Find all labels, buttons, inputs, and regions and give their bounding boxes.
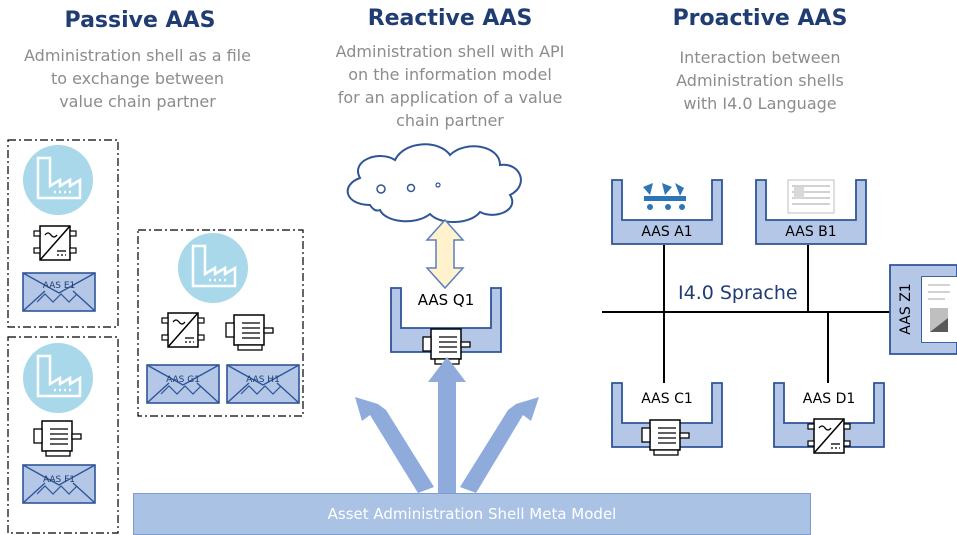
reactive-aas-title: Reactive AAS	[367, 6, 533, 31]
shell-label-q1: AAS Q1	[418, 291, 475, 309]
converter-icon	[161, 312, 205, 348]
shell-label-d1: AAS D1	[803, 391, 856, 407]
passive-container-3	[137, 229, 304, 417]
meta-model-label: Asset Administration Shell Meta Model	[327, 505, 617, 523]
passive-aas-description: Administration shell as a file to exchan…	[0, 44, 275, 113]
factory-icon	[21, 143, 95, 217]
reactive-desc-line: on the information model	[348, 65, 552, 84]
document-icon	[787, 179, 835, 214]
envelope-icon	[22, 272, 96, 312]
reactive-desc-line: Administration shell with API	[335, 42, 565, 61]
reactive-aas-description: Administration shell with API on the inf…	[305, 40, 595, 132]
file-label-f1: AAS F1	[43, 475, 75, 485]
passive-desc-line: value chain partner	[59, 92, 216, 111]
cloud-bubble-icon	[376, 184, 386, 194]
proactive-desc-line: Administration shells	[676, 71, 844, 90]
meta-model-bar: Asset Administration Shell Meta Model	[133, 493, 811, 535]
passive-container-2	[7, 336, 119, 534]
proactive-aas-title: Proactive AAS	[672, 6, 848, 31]
api-double-arrow	[425, 218, 465, 290]
passive-desc-line: Administration shell as a file	[24, 46, 251, 65]
proactive-desc-line: Interaction between	[679, 48, 841, 67]
cloud-icon	[346, 143, 522, 223]
factory-icon	[176, 231, 250, 305]
motor-icon	[33, 420, 82, 457]
shell-label-c1: AAS C1	[641, 391, 693, 407]
meta-model-arrows	[355, 357, 539, 493]
passive-aas-title: Passive AAS	[64, 8, 216, 33]
motor-icon	[225, 314, 274, 351]
converter-icon	[33, 225, 77, 261]
cloud-bubble-icon	[435, 182, 441, 188]
file-label-e1: AAS E1	[43, 281, 76, 291]
language-bus-label: I4.0 Sprache	[676, 282, 800, 304]
proactive-desc-line: with I4.0 Language	[683, 94, 837, 113]
factory-icon	[21, 341, 95, 415]
file-label-h1: AAS H1	[246, 375, 280, 385]
proactive-aas-description: Interaction between Administration shell…	[630, 46, 890, 115]
passive-container-1	[7, 139, 119, 328]
reactive-desc-line: for an application of a value	[337, 88, 563, 107]
reactive-desc-line: chain partner	[396, 111, 504, 130]
shell-z1	[889, 264, 957, 355]
language-bus	[602, 245, 890, 383]
shell-label-z1: AAS Z1	[898, 283, 914, 334]
machine-icon	[640, 183, 688, 214]
converter-icon	[807, 418, 851, 454]
shell-label-b1: AAS B1	[785, 224, 836, 240]
file-label-g1: AAS G1	[166, 375, 200, 385]
shell-label-a1: AAS A1	[641, 224, 692, 240]
cloud-bubble-icon	[406, 183, 416, 193]
passive-desc-line: to exchange between	[50, 69, 225, 88]
